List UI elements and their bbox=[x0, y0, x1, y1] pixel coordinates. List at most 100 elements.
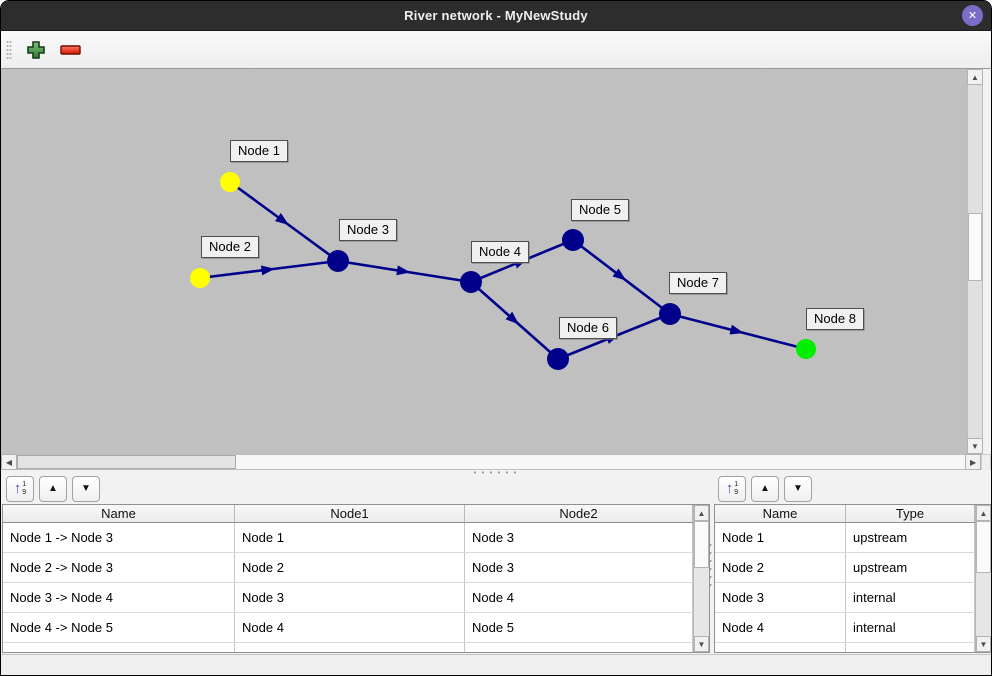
links-move-up-button[interactable]: ▲ bbox=[39, 475, 67, 502]
remove-node-button[interactable] bbox=[60, 39, 82, 61]
scrollbar-track[interactable] bbox=[694, 521, 709, 636]
close-button[interactable]: ✕ bbox=[962, 5, 983, 26]
table-cell: Node 3 bbox=[715, 583, 846, 612]
column-header[interactable]: Type bbox=[846, 505, 975, 522]
down-arrow-icon: ▼ bbox=[81, 483, 91, 494]
table-cell: upstream bbox=[846, 553, 975, 582]
canvas-area: Node 1 Node 2 Node 3 Node 4 Node 5 Node 6 Node… bbox=[1, 69, 991, 454]
scroll-down-button[interactable]: ▼ bbox=[967, 438, 983, 454]
edge-Node3-Node4[interactable] bbox=[337, 259, 472, 284]
nodes-move-down-button[interactable]: ▼ bbox=[784, 475, 812, 502]
scroll-right-button[interactable]: ▶ bbox=[965, 454, 982, 470]
edge-Node5-Node7[interactable] bbox=[572, 238, 671, 316]
scroll-down-button[interactable]: ▼ bbox=[694, 636, 709, 652]
table-cell bbox=[715, 643, 846, 652]
add-node-button[interactable] bbox=[25, 39, 47, 61]
table-cell: Node 4 bbox=[715, 613, 846, 642]
links-table-scrollbar[interactable]: ▲ ▼ bbox=[693, 505, 709, 652]
node-label[interactable]: Node 8 bbox=[806, 308, 864, 330]
column-header[interactable]: Name bbox=[3, 505, 235, 522]
node-circle[interactable] bbox=[547, 348, 569, 370]
edge-Node4-Node6[interactable] bbox=[470, 281, 559, 360]
table-cell: Node 2 bbox=[235, 553, 465, 582]
up-arrow-icon: ▲ bbox=[48, 483, 58, 494]
scrollbar-track[interactable] bbox=[17, 454, 966, 470]
scrollbar-thumb[interactable] bbox=[968, 213, 982, 281]
node-label[interactable]: Node 4 bbox=[471, 241, 529, 263]
canvas-horizontal-scrollbar[interactable]: ◀ ▶ bbox=[1, 454, 982, 470]
table-cell: Node 3 bbox=[235, 583, 465, 612]
node-circle[interactable] bbox=[659, 303, 681, 325]
column-header[interactable]: Node2 bbox=[465, 505, 693, 522]
table-filler-row bbox=[3, 643, 693, 652]
plus-icon bbox=[27, 40, 45, 59]
table-filler-row bbox=[715, 643, 975, 652]
scroll-down-button[interactable]: ▼ bbox=[976, 636, 991, 652]
edge-Node7-Node8[interactable] bbox=[669, 312, 807, 351]
table-cell: Node 1 bbox=[235, 523, 465, 552]
node-label[interactable]: Node 3 bbox=[339, 219, 397, 241]
close-icon: ✕ bbox=[967, 10, 978, 22]
scroll-up-button[interactable]: ▲ bbox=[976, 505, 991, 521]
node-label[interactable]: Node 7 bbox=[669, 272, 727, 294]
column-header[interactable]: Node1 bbox=[235, 505, 465, 522]
node-circle[interactable] bbox=[562, 229, 584, 251]
node-circle[interactable] bbox=[190, 268, 210, 288]
scroll-up-button[interactable]: ▲ bbox=[967, 69, 983, 85]
scrollbar-thumb[interactable] bbox=[976, 521, 991, 573]
splitter-handle-icon bbox=[471, 471, 521, 474]
vertical-splitter[interactable] bbox=[707, 475, 713, 653]
canvas-hscroll-row: ◀ ▶ bbox=[1, 454, 991, 471]
nodes-table-scrollbar[interactable]: ▲ ▼ bbox=[975, 505, 991, 652]
toolbar-drag-handle[interactable] bbox=[6, 39, 12, 60]
links-move-down-button[interactable]: ▼ bbox=[72, 475, 100, 502]
node-label[interactable]: Node 6 bbox=[559, 317, 617, 339]
table-cell: Node 1 -> Node 3 bbox=[3, 523, 235, 552]
network-canvas[interactable]: Node 1 Node 2 Node 3 Node 4 Node 5 Node 6 Node… bbox=[1, 69, 967, 454]
edge-Node2-Node3[interactable] bbox=[199, 259, 339, 280]
scrollbar-track[interactable] bbox=[967, 85, 983, 438]
table-cell: Node 2 -> Node 3 bbox=[3, 553, 235, 582]
column-header[interactable]: Name bbox=[715, 505, 846, 522]
table-cell: Node 4 -> Node 5 bbox=[3, 613, 235, 642]
scrollbar-track[interactable] bbox=[976, 521, 991, 636]
node-label[interactable]: Node 1 bbox=[230, 140, 288, 162]
node-circle[interactable] bbox=[796, 339, 816, 359]
node-circle[interactable] bbox=[460, 271, 482, 293]
minus-icon bbox=[60, 44, 81, 55]
table-cell: Node 5 bbox=[465, 613, 693, 642]
table-cell bbox=[235, 643, 465, 652]
scrollbar-thumb[interactable] bbox=[694, 521, 709, 568]
table-cell: Node 4 bbox=[465, 583, 693, 612]
title-bar: River network - MyNewStudy ✕ bbox=[1, 1, 991, 31]
node-circle[interactable] bbox=[327, 250, 349, 272]
window-title: River network - MyNewStudy bbox=[404, 8, 588, 23]
nodes-move-up-button[interactable]: ▲ bbox=[751, 475, 779, 502]
scrollbar-thumb[interactable] bbox=[17, 455, 236, 469]
node-label[interactable]: Node 2 bbox=[201, 236, 259, 258]
node-label[interactable]: Node 5 bbox=[571, 199, 629, 221]
up-arrow-icon: ▲ bbox=[760, 483, 770, 494]
scroll-left-button[interactable]: ◀ bbox=[1, 454, 17, 470]
horizontal-splitter[interactable] bbox=[1, 470, 991, 475]
edge-Node1-Node3[interactable] bbox=[229, 180, 339, 263]
scroll-up-button[interactable]: ▲ bbox=[694, 505, 709, 521]
canvas-vertical-scrollbar[interactable]: ▲ ▼ bbox=[967, 69, 983, 454]
node-circle[interactable] bbox=[220, 172, 240, 192]
